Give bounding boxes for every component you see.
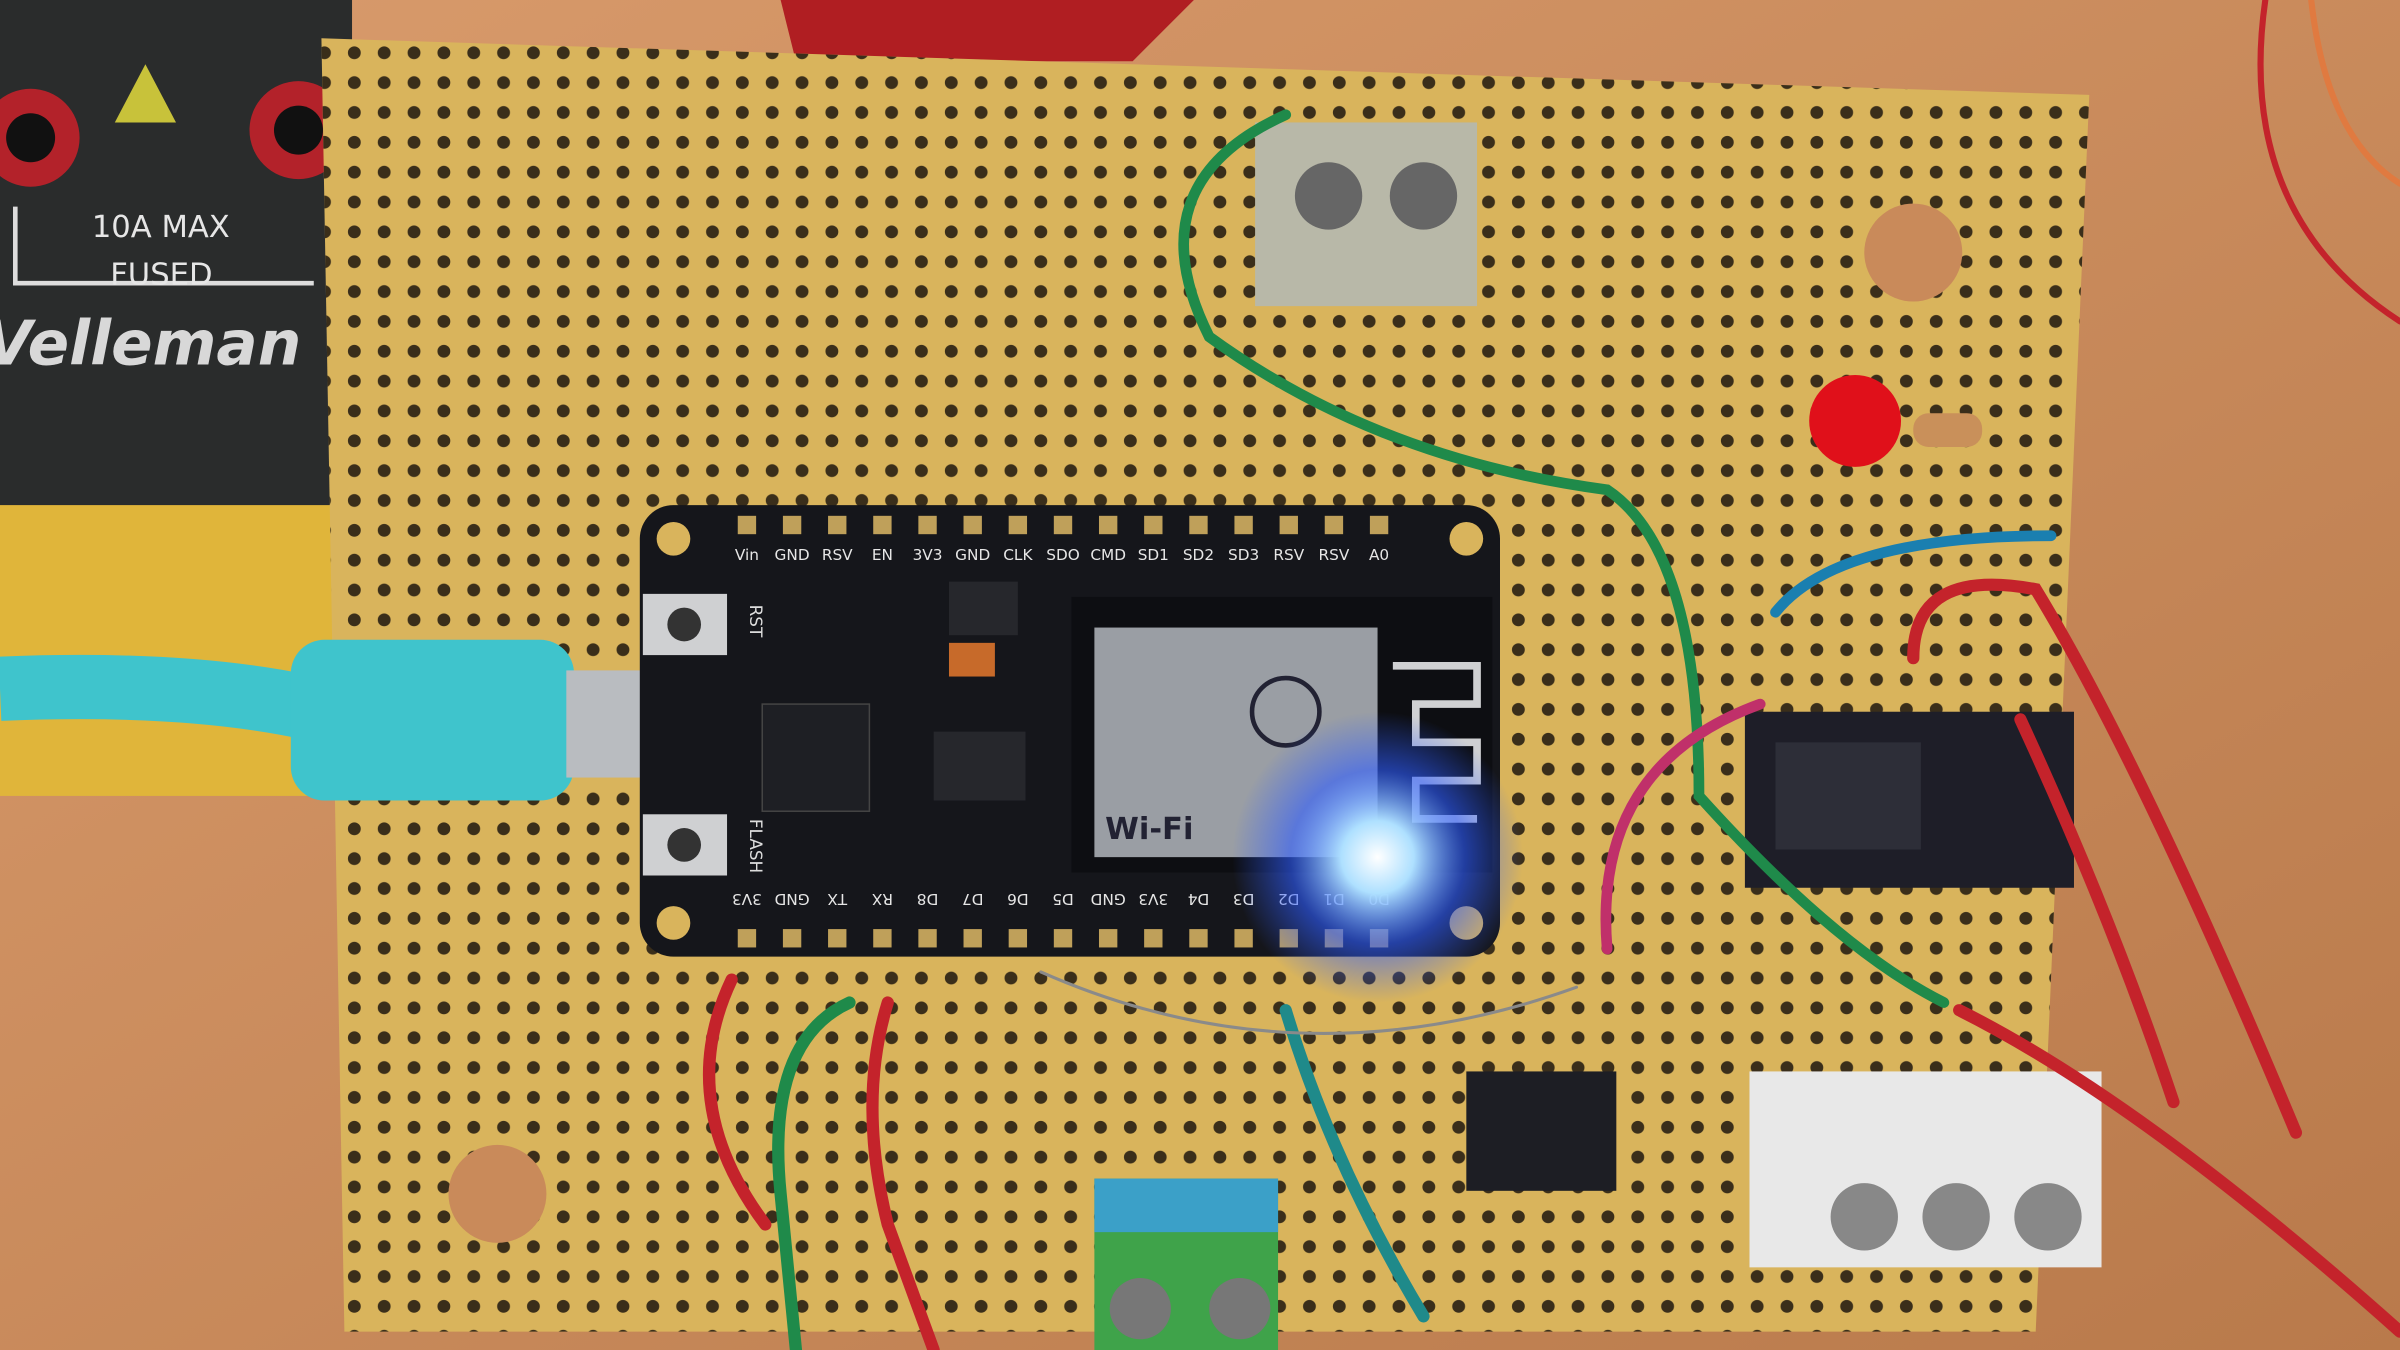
header-pin (963, 929, 982, 948)
header-pin (828, 515, 847, 535)
header-pin (873, 929, 892, 948)
screw-terminal-bottom (1094, 1178, 1279, 1350)
pin-label: CLK (1003, 546, 1033, 564)
pin-label: D6 (1007, 890, 1029, 908)
red-led (1809, 375, 1902, 467)
header-pin (1098, 929, 1118, 948)
header-pin (1369, 515, 1389, 535)
pin-label: 3V3 (913, 546, 943, 564)
pin-label: RSV (822, 546, 853, 564)
multimeter: 10A MAX FUSED Velleman (0, 0, 353, 796)
header-pin (828, 929, 847, 948)
header-pin (918, 929, 937, 948)
header-pin (963, 515, 982, 535)
flash-label: FLASH (746, 819, 766, 873)
usb-serial-chip (761, 703, 871, 812)
pin-label: CMD (1090, 546, 1126, 564)
pin-label: RSV (1319, 546, 1350, 564)
brand-logo: Velleman (0, 308, 301, 379)
wires (703, 0, 2400, 1350)
screw-terminal-bottom-right (1749, 1071, 2102, 1268)
pin-label: GND (775, 546, 810, 564)
pin-label: D4 (1188, 890, 1210, 908)
ic-chip (1775, 742, 1921, 850)
header-pin (918, 515, 937, 535)
header-pin (782, 515, 802, 535)
header-pin (1008, 929, 1028, 948)
pin-label: D7 (962, 890, 984, 908)
pin-label: RX (872, 890, 893, 908)
pin-label: SDO (1046, 546, 1080, 564)
pin-label: GND (955, 546, 990, 564)
header-pin (737, 929, 757, 948)
current-rating-label: 10A MAX (92, 210, 230, 245)
header-pin (1144, 515, 1163, 535)
pin-label: D8 (917, 890, 939, 908)
pin-label: Vin (735, 546, 759, 564)
resistor (1913, 413, 1983, 447)
header-pin (1189, 929, 1208, 948)
pin-label: 3V3 (732, 890, 762, 908)
header-pin (1279, 515, 1298, 535)
header-pin (1189, 515, 1208, 535)
optocoupler-chip (1466, 1071, 1617, 1191)
pin-label: GND (775, 890, 810, 908)
reset-label: RST (746, 605, 766, 638)
header-pin (873, 515, 892, 535)
pin-label: 3V3 (1138, 890, 1168, 908)
header-pin (1053, 515, 1073, 535)
wifi-label: Wi-Fi (1105, 812, 1193, 847)
mounting-hole (448, 1144, 547, 1243)
header-pin (782, 929, 802, 948)
header-pin (1008, 515, 1028, 535)
screw-terminal-top (1255, 122, 1478, 307)
pin-label: SD1 (1138, 546, 1169, 564)
voltage-regulator (933, 731, 1026, 801)
header-pin (737, 515, 757, 535)
pin-label: SD2 (1183, 546, 1214, 564)
pin-label: TX (827, 890, 848, 908)
header-pin (1053, 929, 1073, 948)
pin-label: D5 (1052, 890, 1074, 908)
pin-label: EN (872, 546, 893, 564)
header-pin (1234, 929, 1253, 948)
pin-label: A0 (1369, 546, 1389, 564)
blue-led (1232, 711, 1523, 1003)
pin-label: SD3 (1228, 546, 1259, 564)
warning-icon (114, 64, 177, 123)
red-probe (780, 0, 1194, 62)
header-pin (1234, 515, 1253, 535)
header-pin (1144, 929, 1163, 948)
pin-label: RSV (1273, 546, 1304, 564)
header-pin (1098, 515, 1118, 535)
pin-label: GND (1091, 890, 1126, 908)
fused-label: FUSED (110, 258, 212, 293)
mounting-hole (1864, 203, 1963, 302)
header-pin (1324, 515, 1344, 535)
